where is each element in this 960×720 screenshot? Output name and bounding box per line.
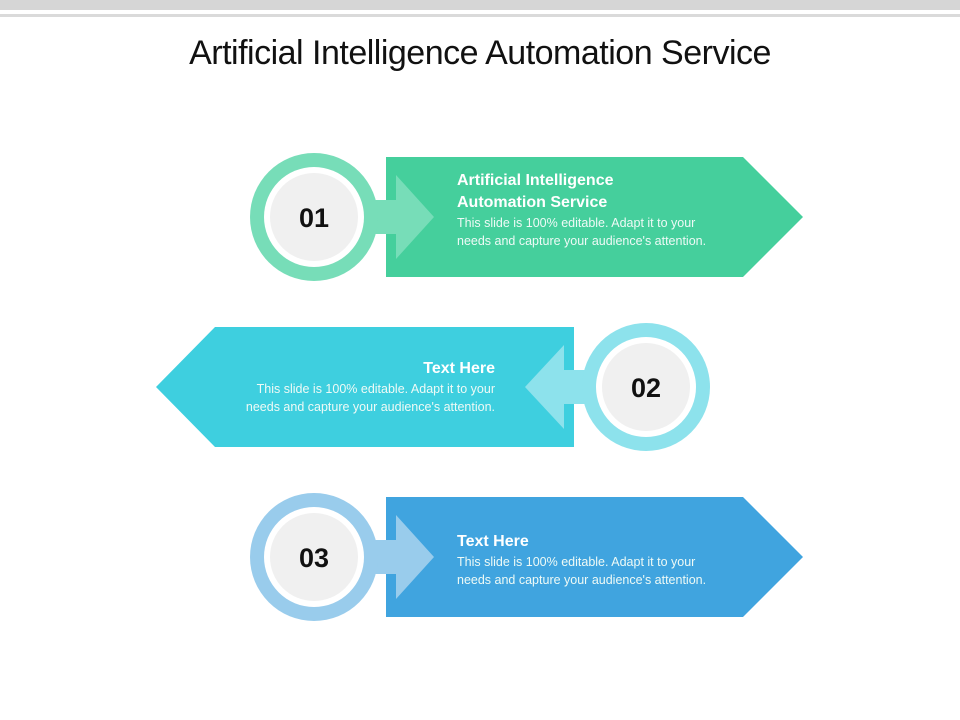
step-2-banner bbox=[156, 327, 574, 447]
step-1-heading-line-2: Automation Service bbox=[457, 194, 608, 211]
step-1-heading-line-1: Artificial Intelligence bbox=[457, 172, 614, 189]
step-1-body-line-1: This slide is 100% editable. Adapt it to… bbox=[457, 216, 696, 230]
step-3-graphic bbox=[250, 493, 803, 621]
step-2-graphic bbox=[156, 323, 710, 451]
step-3-heading: Text Here bbox=[457, 533, 529, 550]
step-1-number-circle bbox=[270, 173, 358, 261]
top-bar bbox=[0, 0, 960, 10]
step-1-banner bbox=[386, 157, 803, 277]
step-1-number: 01 bbox=[298, 203, 330, 233]
step-1-body-line-2: needs and capture your audience's attent… bbox=[457, 234, 707, 248]
slide-title: Artificial Intelligence Automation Servi… bbox=[189, 34, 771, 72]
step-3-body-line-2: needs and capture your audience's attent… bbox=[457, 573, 707, 587]
step-2-body-line-1: This slide is 100% editable. Adapt it to… bbox=[256, 382, 495, 396]
step-3-arrow-icon bbox=[360, 515, 434, 599]
step-3-number-circle bbox=[270, 513, 358, 601]
step-3-text: Text Here This slide is 100% editable. A… bbox=[457, 531, 757, 589]
step-1-graphic bbox=[250, 153, 803, 281]
step-3-number: 03 bbox=[298, 543, 330, 573]
step-2-arrow-icon bbox=[525, 345, 600, 429]
step-3-body-line-1: This slide is 100% editable. Adapt it to… bbox=[457, 555, 696, 569]
step-2-number-circle bbox=[602, 343, 690, 431]
step-2-body-line-2: needs and capture your audience's attent… bbox=[245, 400, 495, 414]
top-divider bbox=[0, 14, 960, 17]
step-1-arrow-icon bbox=[360, 175, 434, 259]
step-2-heading: Text Here bbox=[423, 360, 495, 377]
step-2-text: Text Here This slide is 100% editable. A… bbox=[195, 358, 495, 416]
step-3-banner bbox=[386, 497, 803, 617]
step-1-text: Artificial Intelligence Automation Servi… bbox=[457, 170, 757, 250]
step-2-number: 02 bbox=[630, 373, 662, 403]
